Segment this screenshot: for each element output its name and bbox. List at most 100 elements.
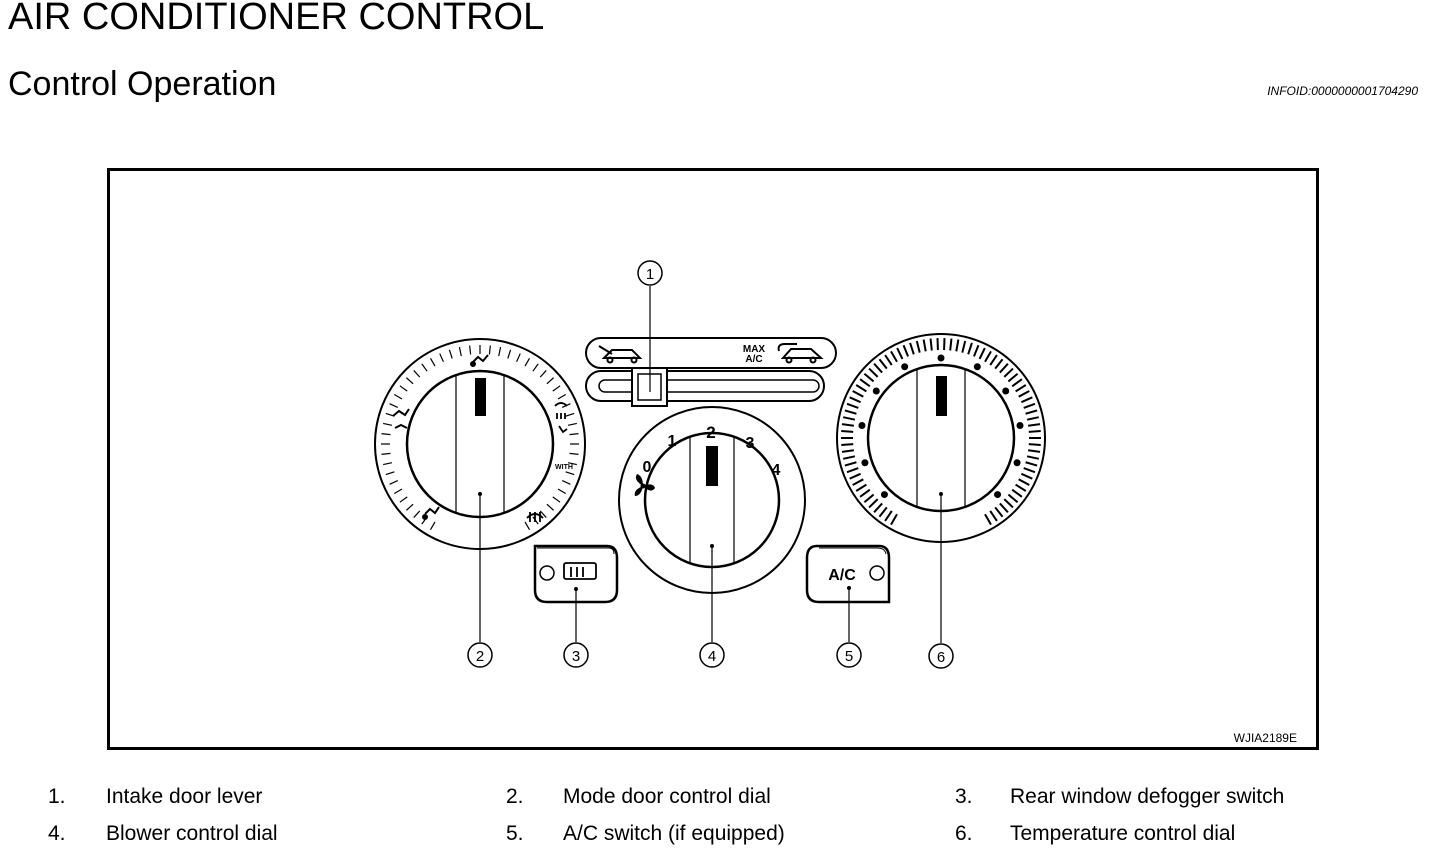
- dial-tick: [393, 393, 403, 400]
- dial-tick: [842, 455, 856, 460]
- ac-indicator: [869, 565, 885, 581]
- fan-icon: [634, 474, 655, 496]
- dial-tick: [488, 345, 491, 355]
- dial-tick: [516, 353, 521, 363]
- ac-switch-label: A/C: [828, 567, 856, 584]
- lever-ac-label: A/C: [745, 354, 762, 365]
- dial-tick: [539, 510, 547, 518]
- temp-dot: [1016, 421, 1024, 429]
- temp-dot: [872, 387, 880, 395]
- dial-tick: [909, 342, 915, 355]
- dial-tick: [524, 357, 531, 367]
- dial-tick: [841, 449, 854, 453]
- dial-tick: [393, 488, 403, 495]
- svg-text:2: 2: [476, 648, 484, 665]
- dial-tick: [989, 354, 998, 366]
- dial-tick: [846, 402, 859, 409]
- temp-dot: [901, 363, 909, 371]
- callout-5: 5: [836, 642, 862, 668]
- dial-tick: [546, 503, 554, 511]
- dial-tick: [429, 357, 436, 367]
- dial-tick: [1003, 367, 1014, 378]
- legend-ac-switch: A/C switch (if equipped): [563, 822, 785, 845]
- temp-dot: [1013, 459, 1021, 467]
- callout-3: 3: [563, 642, 589, 668]
- defrost-icon: [526, 512, 544, 522]
- dial-tick: [469, 345, 472, 355]
- dial-tick: [915, 340, 921, 353]
- temp-dial-pointer: [936, 376, 947, 416]
- vent-icon: [470, 354, 489, 367]
- dial-tick: [978, 347, 986, 360]
- dial-tick: [849, 472, 862, 480]
- dial-tick: [389, 480, 399, 485]
- dial-tick: [868, 367, 879, 378]
- blower-speed-3: 3: [746, 435, 755, 452]
- temperature-control-dial[interactable]: [836, 333, 1046, 543]
- dial-tick: [1028, 430, 1041, 433]
- dial-tick: [855, 483, 867, 492]
- dial-tick: [561, 480, 571, 485]
- dial-tick: [844, 461, 857, 467]
- dial-tick: [429, 521, 436, 531]
- dial-tick: [1028, 423, 1041, 427]
- dial-tick: [569, 452, 579, 455]
- svg-text:6: 6: [937, 649, 945, 666]
- dial-tick: [1026, 455, 1040, 460]
- dial-tick: [890, 350, 898, 363]
- svg-text:3: 3: [572, 648, 580, 665]
- dial-tick: [994, 506, 1004, 518]
- callout-1: 1: [637, 260, 663, 286]
- dial-tick: [955, 339, 960, 352]
- dial-tick: [842, 416, 856, 421]
- blower-control-dial[interactable]: [618, 406, 806, 594]
- dial-tick: [567, 422, 577, 426]
- dial-tick: [498, 347, 502, 357]
- legend-num-4: 4.: [48, 822, 66, 845]
- dial-tick: [413, 370, 421, 378]
- dial-tick: [557, 488, 567, 495]
- temp-dot: [858, 421, 866, 429]
- temp-dot: [973, 363, 981, 371]
- figure-border: [107, 168, 1319, 750]
- dial-tick: [458, 347, 462, 357]
- dial-tick: [999, 502, 1009, 513]
- legend-intake-door-lever: Intake door lever: [106, 785, 263, 808]
- dial-tick: [863, 372, 875, 383]
- dial-tick: [849, 396, 862, 404]
- dial-tick: [984, 350, 992, 363]
- rear-defogger-icon: [563, 562, 597, 580]
- dial-tick: [569, 433, 579, 436]
- dial-tick: [381, 433, 391, 436]
- legend-num-5: 5.: [506, 822, 524, 845]
- temp-dot: [994, 491, 1002, 499]
- rear-defogger-switch[interactable]: [533, 544, 619, 604]
- temp-dot: [861, 459, 869, 467]
- bi-level-icon: [392, 408, 410, 429]
- dial-tick: [846, 467, 859, 474]
- dial-tick: [994, 358, 1004, 370]
- dial-tick: [381, 452, 391, 455]
- dial-tick: [841, 430, 854, 433]
- dial-tick: [406, 377, 414, 385]
- legend-mode-door-control-dial: Mode door control dial: [563, 785, 771, 808]
- dial-tick: [1015, 384, 1027, 393]
- dial-tick: [844, 409, 857, 415]
- legend-rear-window-defogger-switch: Rear window defogger switch: [1010, 785, 1285, 808]
- dial-tick: [567, 462, 577, 466]
- ac-switch[interactable]: A/C: [805, 544, 891, 604]
- dial-tick: [413, 510, 421, 518]
- dial-tick: [532, 363, 539, 372]
- dial-tick: [841, 423, 854, 427]
- dial-tick: [989, 510, 998, 522]
- mode-dial-pointer: [475, 378, 486, 416]
- lever-max-label: MAX: [743, 344, 766, 355]
- dial-tick: [385, 471, 395, 476]
- dial-tick: [999, 363, 1009, 374]
- temp-dot: [880, 491, 888, 499]
- dial-tick: [507, 349, 512, 359]
- dial-tick: [878, 358, 888, 370]
- dial-tick: [1011, 378, 1023, 388]
- dial-tick: [922, 339, 927, 352]
- dial-tick: [524, 521, 531, 531]
